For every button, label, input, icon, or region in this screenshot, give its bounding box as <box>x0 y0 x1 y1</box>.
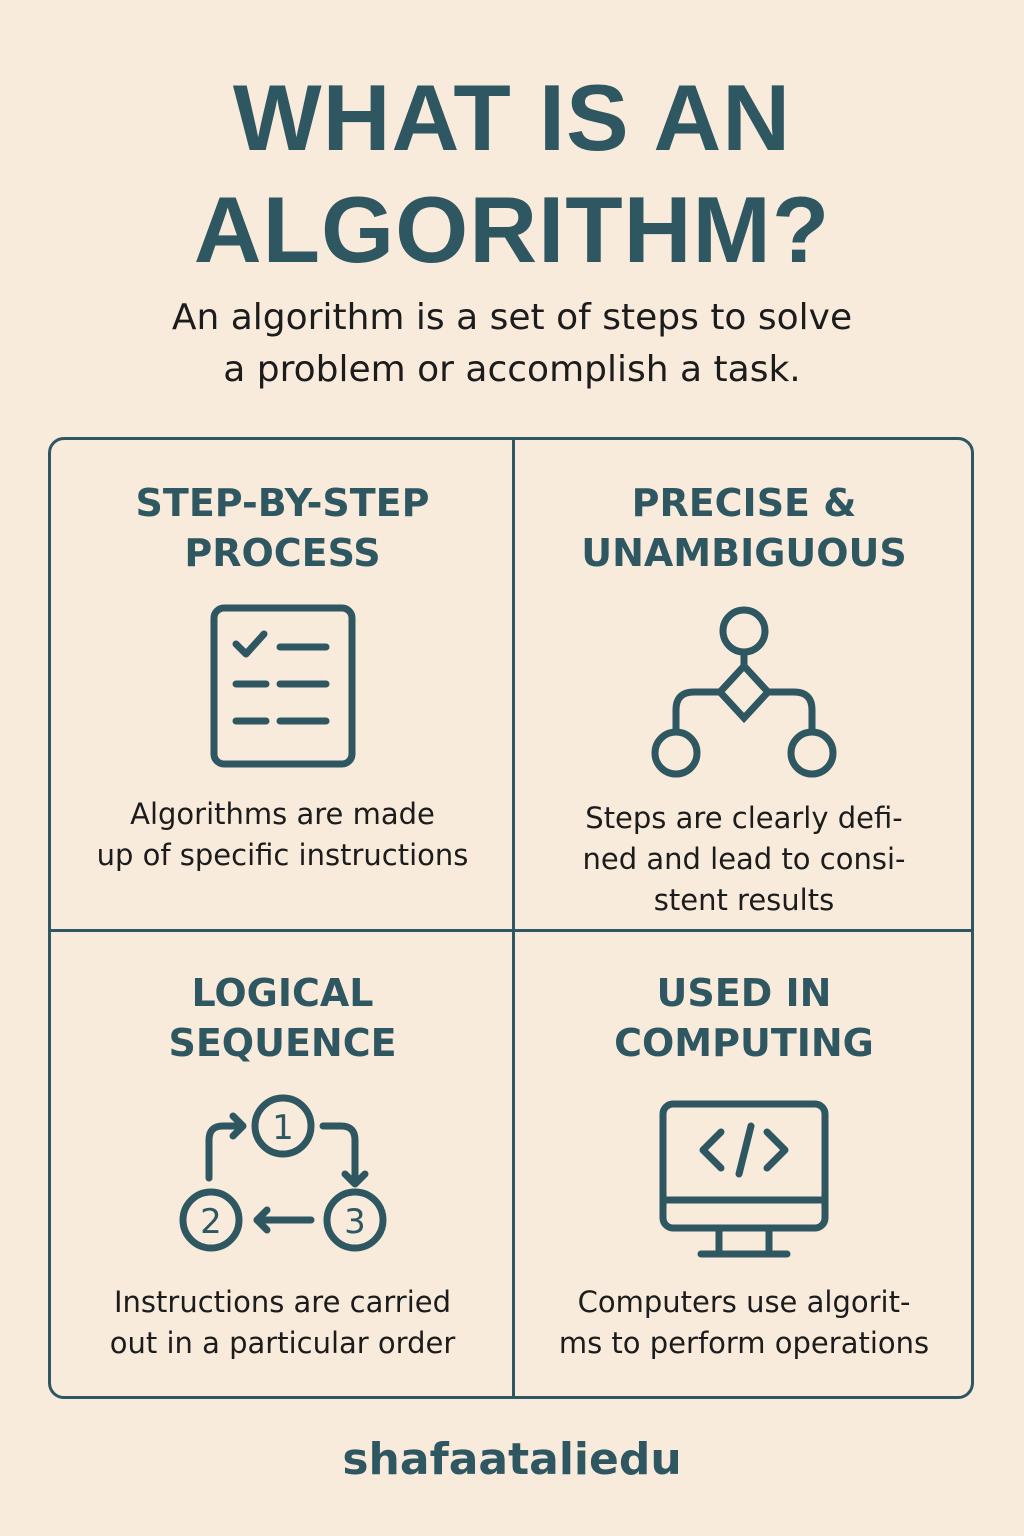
title-line-2: ALGORITHM? <box>193 177 831 282</box>
step-number-1: 1 <box>272 1108 294 1148</box>
card-step-by-step: STEP-BY-STEP PROCESS Algorithms are made… <box>51 478 514 876</box>
card-precise-unambiguous: PRECISE & UNAMBIGUOUS Steps are clearly … <box>514 478 974 921</box>
card-title-line-2: COMPUTING <box>614 1021 874 1065</box>
card-title-line-2: UNAMBIGUOUS <box>581 531 907 575</box>
desc-line: out in a particular order <box>109 1326 456 1360</box>
checklist-icon <box>51 602 514 772</box>
desc-line: Instructions are carried <box>113 1285 451 1319</box>
card-title-line-2: SEQUENCE <box>168 1021 397 1065</box>
card-title: LOGICAL SEQUENCE <box>51 968 514 1068</box>
card-title: PRECISE & UNAMBIGUOUS <box>514 478 974 578</box>
desc-line: Algorithms are made <box>130 797 435 831</box>
card-description: Steps are clearly defi- ned and lead to … <box>514 798 974 921</box>
flowchart-decision-icon <box>514 600 974 780</box>
card-title-line-1: STEP-BY-STEP <box>135 481 430 525</box>
card-logical-sequence: LOGICAL SEQUENCE 1 2 3 Instructions are … <box>51 968 514 1364</box>
monitor-code-icon <box>514 1090 974 1260</box>
page-title: WHAT IS AN ALGORITHM? <box>0 62 1024 286</box>
card-description: Instructions are carried out in a partic… <box>51 1282 514 1364</box>
card-title-line-1: PRECISE & <box>631 481 857 525</box>
features-grid: STEP-BY-STEP PROCESS Algorithms are made… <box>48 437 974 1399</box>
step-number-3: 3 <box>344 1202 366 1242</box>
subtitle-line-2: a problem or accomplish a task. <box>223 349 801 390</box>
card-title-line-1: LOGICAL <box>191 971 374 1015</box>
card-title: USED IN COMPUTING <box>514 968 974 1068</box>
subtitle: An algorithm is a set of steps to solve … <box>0 292 1024 396</box>
title-line-1: WHAT IS AN <box>232 65 792 170</box>
card-description: Computers use algorit- ms to perform ope… <box>514 1282 974 1364</box>
desc-line: ned and lead to consi- <box>582 842 906 876</box>
grid-divider-horizontal <box>51 929 971 932</box>
grid-divider-vertical <box>512 440 515 1396</box>
subtitle-line-1: An algorithm is a set of steps to solve <box>171 297 853 338</box>
footer-handle: shafaataliedu <box>342 1434 682 1485</box>
numbered-cycle-icon: 1 2 3 <box>51 1090 514 1260</box>
card-title-line-1: USED IN <box>656 971 832 1015</box>
card-title: STEP-BY-STEP PROCESS <box>51 478 514 578</box>
desc-line: ms to perform operations <box>558 1326 930 1360</box>
desc-line: Computers use algorit- <box>577 1285 911 1319</box>
desc-line: Steps are clearly defi- <box>585 801 903 835</box>
desc-line: stent results <box>653 883 835 917</box>
card-description: Algorithms are made up of specific instr… <box>51 794 514 876</box>
card-title-line-2: PROCESS <box>184 531 381 575</box>
desc-line: up of specific instructions <box>96 838 469 872</box>
card-used-in-computing: USED IN COMPUTING Computers use algorit-… <box>514 968 974 1364</box>
step-number-2: 2 <box>200 1202 222 1242</box>
